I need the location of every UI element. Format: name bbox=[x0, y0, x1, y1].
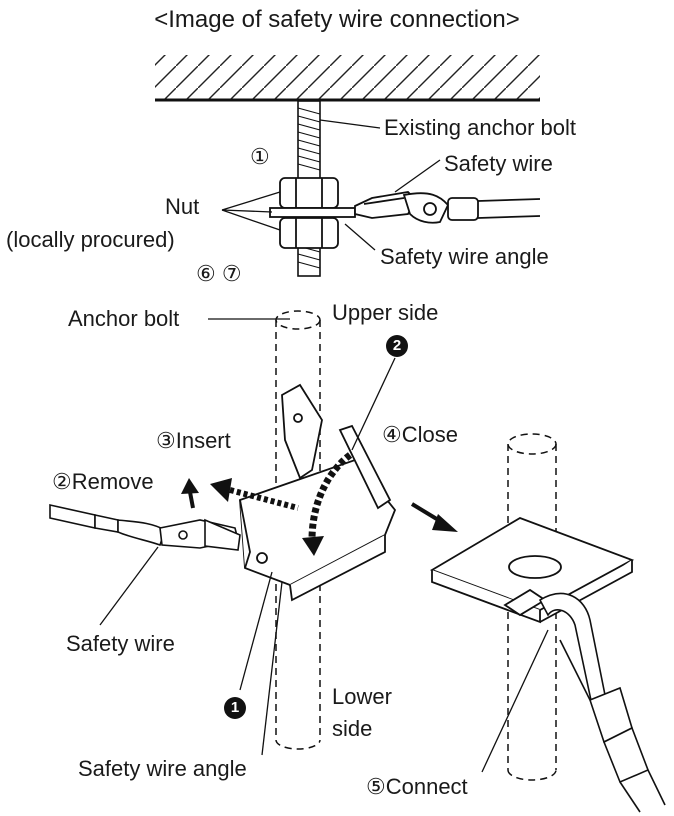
safety-wire-angle-label-top: Safety wire angle bbox=[380, 244, 549, 269]
nut-note-label: (locally procured) bbox=[6, 227, 175, 252]
lower-side-label-line1: Lower bbox=[332, 684, 392, 709]
leader-lines-bottom bbox=[99, 318, 549, 773]
safety-wire-angle-bracket bbox=[239, 383, 397, 602]
safety-wire-angle-installed bbox=[429, 517, 635, 624]
step-5-connect-label: ⑤Connect bbox=[366, 774, 468, 799]
marker-2-badge: 2 bbox=[386, 335, 408, 357]
arrow-close bbox=[302, 452, 353, 556]
leader-lines-top bbox=[221, 119, 441, 251]
step-2-remove-label: ②Remove bbox=[52, 469, 154, 494]
safety-wire-angle-label-bottom: Safety wire angle bbox=[78, 756, 247, 781]
step-4-close-label: ④Close bbox=[382, 422, 458, 447]
nut-label: Nut bbox=[165, 194, 200, 219]
lower-side-label-line2: side bbox=[332, 716, 373, 741]
step-1-marker: ① bbox=[250, 144, 270, 169]
arrow-insert bbox=[210, 478, 299, 511]
diagram-title: <Image of safety wire connection> bbox=[154, 6, 520, 33]
anchor-bolt-label: Anchor bolt bbox=[68, 306, 180, 331]
steps-6-7-marker: ⑥ ⑦ bbox=[196, 261, 242, 286]
upper-side-label: Upper side bbox=[332, 300, 439, 325]
safety-wire-top bbox=[354, 191, 541, 224]
nut-upper bbox=[279, 177, 339, 209]
arrow-to-connect bbox=[410, 502, 458, 532]
safety-wire-angle-plate bbox=[269, 207, 356, 218]
safety-wire-left bbox=[49, 504, 241, 551]
marker-1-badge: 1 bbox=[224, 697, 246, 719]
nut-lower bbox=[279, 217, 339, 249]
arrow-remove bbox=[181, 478, 199, 509]
step-3-insert-label: ③Insert bbox=[156, 428, 231, 453]
ceiling bbox=[155, 55, 540, 102]
safety-wire-label-bottom: Safety wire bbox=[66, 631, 175, 656]
safety-wire-right bbox=[538, 592, 666, 813]
safety-wire-label-top: Safety wire bbox=[444, 151, 553, 176]
existing-anchor-bolt-label: Existing anchor bolt bbox=[384, 115, 576, 140]
